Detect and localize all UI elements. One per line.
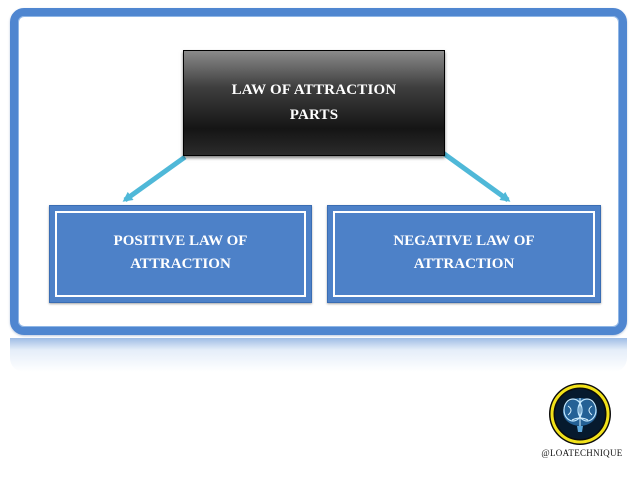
brand-handle: @LOATECHNIQUE [541, 448, 623, 458]
child-node-positive-label: POSITIVE LAW OF ATTRACTION [113, 233, 248, 272]
child-node-positive: POSITIVE LAW OF ATTRACTION [49, 205, 312, 303]
root-node-label: LAW OF ATTRACTION PARTS [231, 82, 397, 123]
child-node-negative: NEGATIVE LAW OF ATTRACTION [327, 205, 601, 303]
frame-reflection [10, 338, 627, 372]
root-node: LAW OF ATTRACTION PARTS [183, 50, 445, 156]
child-node-negative-inner: NEGATIVE LAW OF ATTRACTION [333, 211, 595, 297]
child-node-positive-inner: POSITIVE LAW OF ATTRACTION [55, 211, 306, 297]
brain-icon [549, 383, 611, 445]
child-node-negative-label: NEGATIVE LAW OF ATTRACTION [393, 233, 535, 272]
